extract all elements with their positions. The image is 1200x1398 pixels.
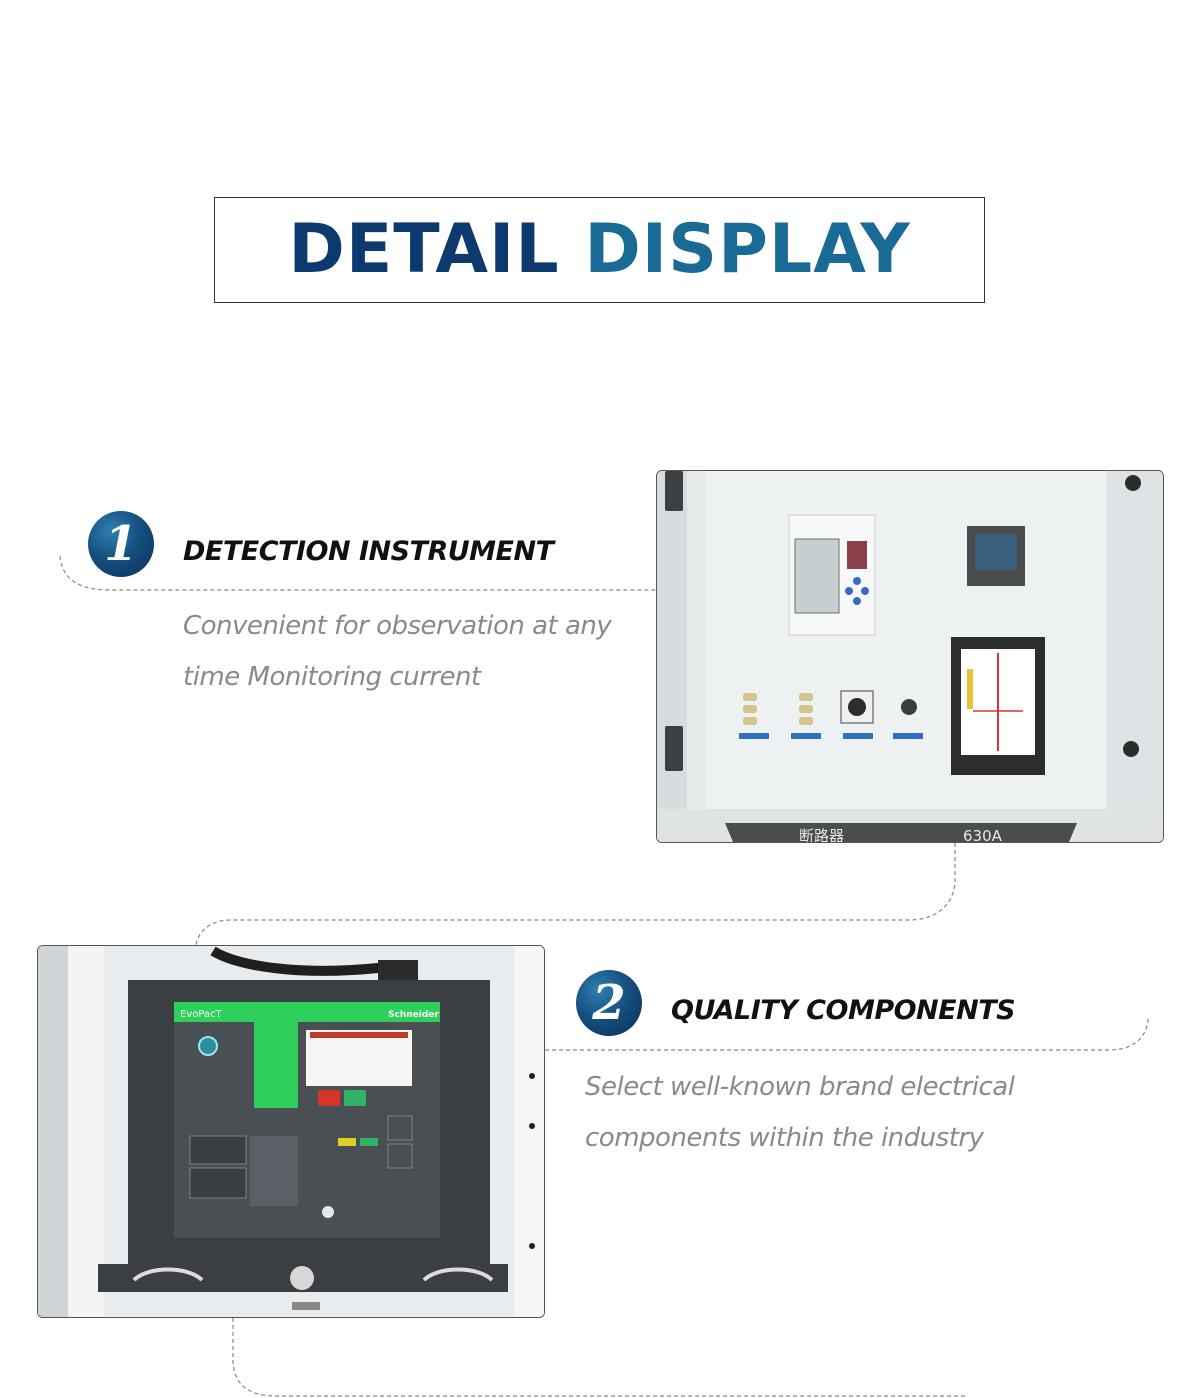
section1-heading: DETECTION INSTRUMENT <box>183 536 554 567</box>
connector-4 <box>232 1318 965 1397</box>
title-part1: DETAIL <box>288 210 560 289</box>
badge-2: 2 <box>576 970 642 1036</box>
detection-instrument-photo: 断路器 630A <box>656 470 1164 843</box>
photo2-model: EvoPacT <box>180 1009 223 1020</box>
photo1-label-left: 断路器 <box>799 827 844 842</box>
photo1-label-right: 630A <box>963 827 1003 842</box>
title-box: DETAIL DISPLAY <box>214 197 985 303</box>
section1-description: Convenient for observation at any time M… <box>183 601 612 703</box>
section2-description: Select well-known brand electrical compo… <box>585 1062 1015 1164</box>
quality-components-photo: EvoPacT Schneider <box>37 945 545 1318</box>
breaker-illustration: EvoPacT Schneider <box>38 946 544 1317</box>
page-title: DETAIL DISPLAY <box>288 216 910 284</box>
title-part2: DISPLAY <box>584 210 911 289</box>
section1-desc-line1: Convenient for observation at any <box>183 611 612 641</box>
section2-desc-line2: components within the industry <box>585 1123 984 1153</box>
panel-illustration: 断路器 630A <box>657 471 1163 842</box>
section2-heading: QUALITY COMPONENTS <box>671 995 1016 1026</box>
photo2-brand: Schneider <box>388 1010 439 1020</box>
section2-desc-line1: Select well-known brand electrical <box>585 1072 1015 1102</box>
badge-1: 1 <box>88 511 154 577</box>
connector-2 <box>195 843 956 946</box>
section1-desc-line2: time Monitoring current <box>183 662 481 692</box>
